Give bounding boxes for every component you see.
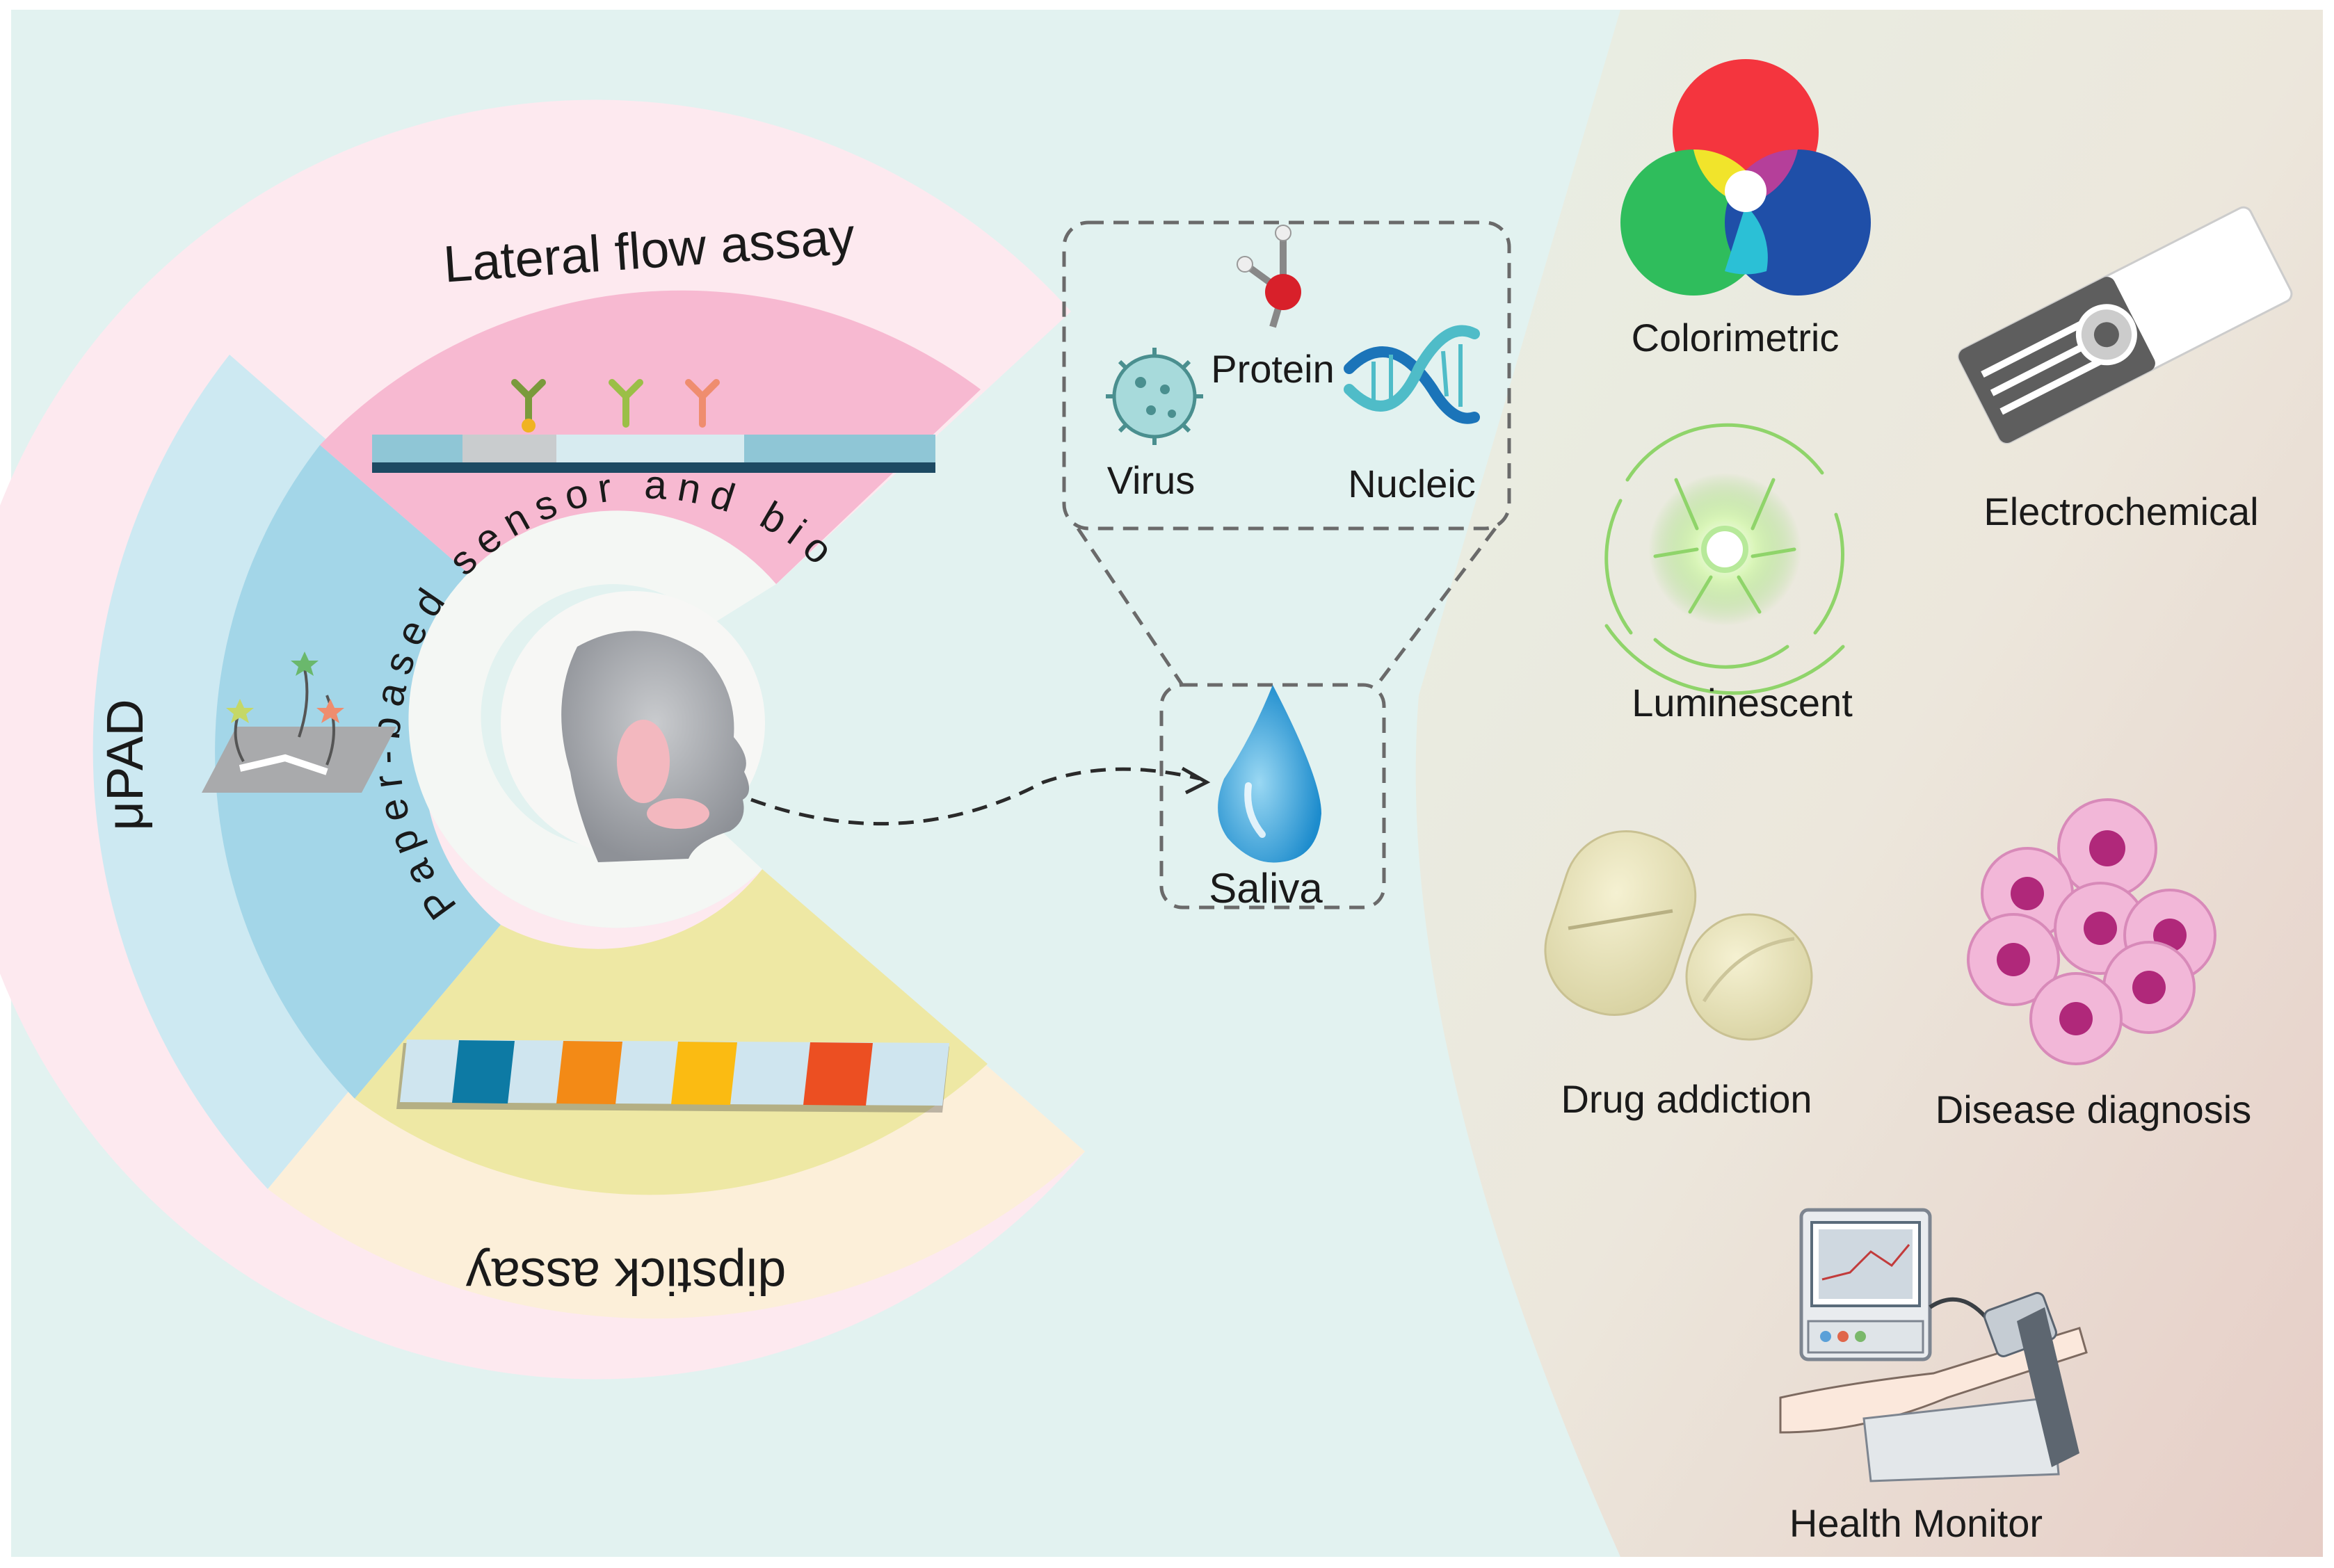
health-monitor-label: Health Monitor (1789, 1501, 2043, 1545)
colorimetric-label: Colorimetric (1632, 316, 1840, 359)
arrow-head (1181, 766, 1211, 795)
rgb-circles-icon (1620, 59, 1871, 296)
disease-diagnosis-label: Disease diagnosis (1935, 1088, 2251, 1131)
dna-icon (1344, 325, 1480, 424)
flow-arrow (750, 767, 1200, 826)
electrochemical-group: Electrochemical (1957, 206, 2293, 533)
luminescent-label: Luminescent (1632, 681, 1853, 725)
dipstick-strip-icon (396, 1040, 949, 1113)
virus-label: Virus (1107, 458, 1196, 502)
saliva-box: Saliva (1159, 683, 1386, 912)
antibody-icon (511, 379, 720, 433)
luminescence-icon (1604, 423, 1845, 695)
protein-molecule-icon (1237, 225, 1301, 328)
pill-icon (1544, 830, 1813, 1041)
drug-addiction-group: Drug addiction (1544, 830, 1813, 1121)
colorimetric-group: Colorimetric (1620, 59, 1871, 359)
dipstick-sector (355, 869, 988, 1195)
lateral-flow-strip-icon (372, 379, 935, 473)
upad-device-icon (202, 652, 396, 793)
face-profile-icon (561, 631, 750, 862)
virus-icon (1106, 348, 1203, 445)
luminescent-group: Luminescent (1604, 423, 1853, 725)
paper-sensor-diagram: Paper-based sensor and biosensor (0, 0, 1085, 1380)
star-icon (316, 699, 344, 723)
saliva-label: Saliva (1209, 865, 1323, 912)
cell-icon (1967, 798, 2216, 1065)
star-icon (226, 699, 254, 723)
protein-label: Protein (1211, 347, 1334, 391)
upad-label: μPAD (96, 699, 154, 830)
health-monitor-group: Health Monitor (1779, 1208, 2088, 1545)
saliva-drop-icon (1218, 685, 1321, 863)
analytes-box: Protein Virus Nucleic (1062, 220, 1511, 686)
center-ring (408, 510, 776, 928)
drug-addiction-label: Drug addiction (1561, 1077, 1812, 1121)
dipstick-label: dipstick assay (466, 1247, 787, 1305)
nucleic-label: Nucleic (1348, 462, 1476, 506)
health-monitor-device-icon (1779, 1208, 2088, 1482)
electrochemical-label: Electrochemical (1983, 490, 2258, 533)
electrode-strip-icon (1957, 206, 2293, 444)
disease-diagnosis-group: Disease diagnosis (1935, 798, 2251, 1131)
star-icon (291, 652, 319, 676)
